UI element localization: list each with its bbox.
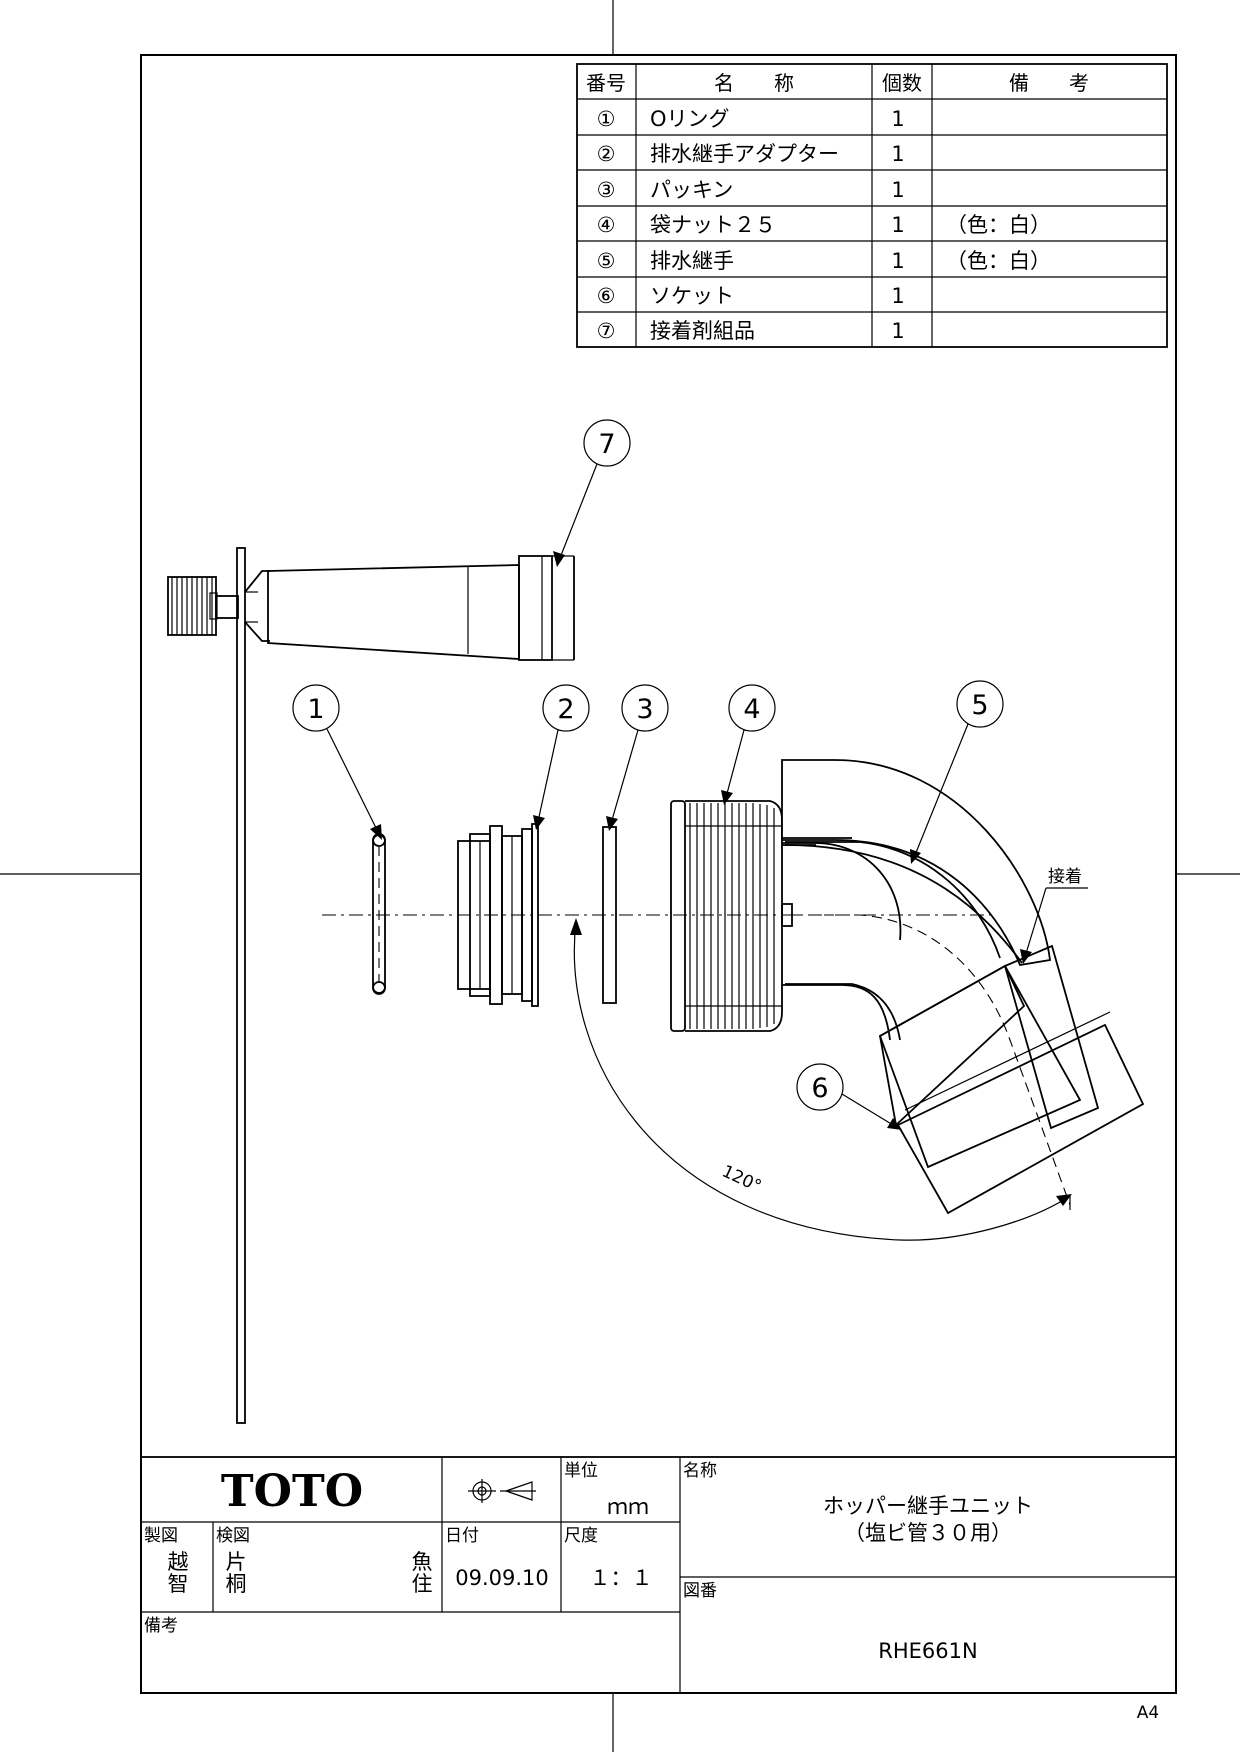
title-block: TOTO 単位 ｍｍ 名称 ホッパー継手ユニット （塩ビ管３０用） 製図 越 智…	[140, 1456, 1177, 1694]
callout-2: 2	[557, 694, 574, 725]
checked-by-2: 桐	[226, 1572, 247, 1596]
table-row-4-no: ④	[597, 213, 616, 237]
parts-table: 番号 名 称 個数 備 考 ① Oリング 1 ② 排水継手アダプター 1 ③ パ…	[576, 63, 1168, 348]
bond-label: 接着	[1048, 867, 1082, 887]
table-header-remarks: 備 考	[1009, 71, 1089, 95]
table-row-6-qty: 1	[891, 284, 904, 308]
table-row-1-name: Oリング	[650, 107, 730, 131]
toto-logo: TOTO	[221, 1466, 363, 1517]
table-row-4-remarks: （色：白）	[946, 213, 1051, 237]
approved-by-2: 住	[412, 1572, 433, 1596]
table-row-1-no: ①	[597, 107, 616, 131]
table-row-6-no: ⑥	[597, 284, 616, 308]
part-2-adapter	[457, 823, 539, 1007]
drawn-label: 製図	[144, 1526, 178, 1546]
name-label: 名称	[683, 1461, 717, 1481]
table-row-1-qty: 1	[891, 107, 904, 131]
table-row-7-qty: 1	[891, 319, 904, 343]
part-6-socket	[878, 944, 1145, 1215]
checked-label: 検図	[216, 1526, 250, 1546]
part-1-o-ring	[372, 833, 386, 995]
drawing-no-label: 図番	[683, 1581, 717, 1601]
table-row-5-no: ⑤	[597, 249, 616, 273]
checked-by-1: 片	[226, 1550, 247, 1574]
table-row-5-name: 排水継手	[650, 249, 734, 273]
date-value: 09.09.10	[455, 1566, 549, 1590]
part-4-union-nut	[670, 800, 793, 1032]
date-label: 日付	[445, 1526, 479, 1546]
table-row-3-qty: 1	[891, 178, 904, 202]
callout-4: 4	[743, 694, 760, 725]
table-row-2-no: ②	[597, 142, 616, 166]
part-5-drain-elbow	[781, 759, 1071, 1206]
callout-5: 5	[971, 690, 988, 721]
drawn-by-1: 越	[168, 1550, 189, 1574]
table-header-name: 名 称	[714, 71, 794, 95]
projection-symbol	[468, 1479, 536, 1503]
drawn-by-2: 智	[168, 1572, 189, 1596]
table-row-4-name: 袋ナット２５	[650, 213, 776, 237]
table-row-7-name: 接着剤組品	[650, 319, 755, 343]
title-line-2: （塩ビ管３０用）	[844, 1521, 1012, 1545]
table-row-3-name: パッキン	[650, 178, 733, 202]
table-row-2-name: 排水継手アダプター	[650, 142, 839, 166]
scale-label: 尺度	[564, 1526, 598, 1546]
sheet-size: A4	[1137, 1703, 1159, 1723]
angle-label: 120°	[719, 1162, 765, 1197]
title-line-1: ホッパー継手ユニット	[823, 1494, 1033, 1518]
table-row-2-qty: 1	[891, 142, 904, 166]
table-row-4-qty: 1	[891, 213, 904, 237]
drawing-no: RHE661N	[878, 1639, 977, 1663]
table-row-3-no: ③	[597, 178, 616, 202]
table-header-qty: 個数	[882, 71, 922, 95]
callout-3: 3	[636, 694, 653, 725]
callout-7: 7	[598, 429, 615, 460]
unit-value: ｍｍ	[607, 1495, 649, 1519]
unit-label: 単位	[564, 1461, 598, 1481]
table-row-7-no: ⑦	[597, 319, 616, 343]
remarks-label: 備考	[144, 1616, 178, 1636]
table-row-5-qty: 1	[891, 249, 904, 273]
scale-value: １：１	[590, 1566, 653, 1590]
table-header-no: 番号	[586, 71, 626, 95]
callout-1: 1	[307, 694, 324, 725]
table-row-6-name: ソケット	[650, 284, 734, 308]
part-7-adhesive-tube	[167, 547, 575, 1424]
table-row-5-remarks: （色：白）	[946, 249, 1051, 273]
callouts: 7 1 2 3 4 5 6 接着	[292, 419, 1088, 1130]
approved-by-1: 魚	[412, 1550, 433, 1574]
callout-6: 6	[811, 1073, 828, 1104]
